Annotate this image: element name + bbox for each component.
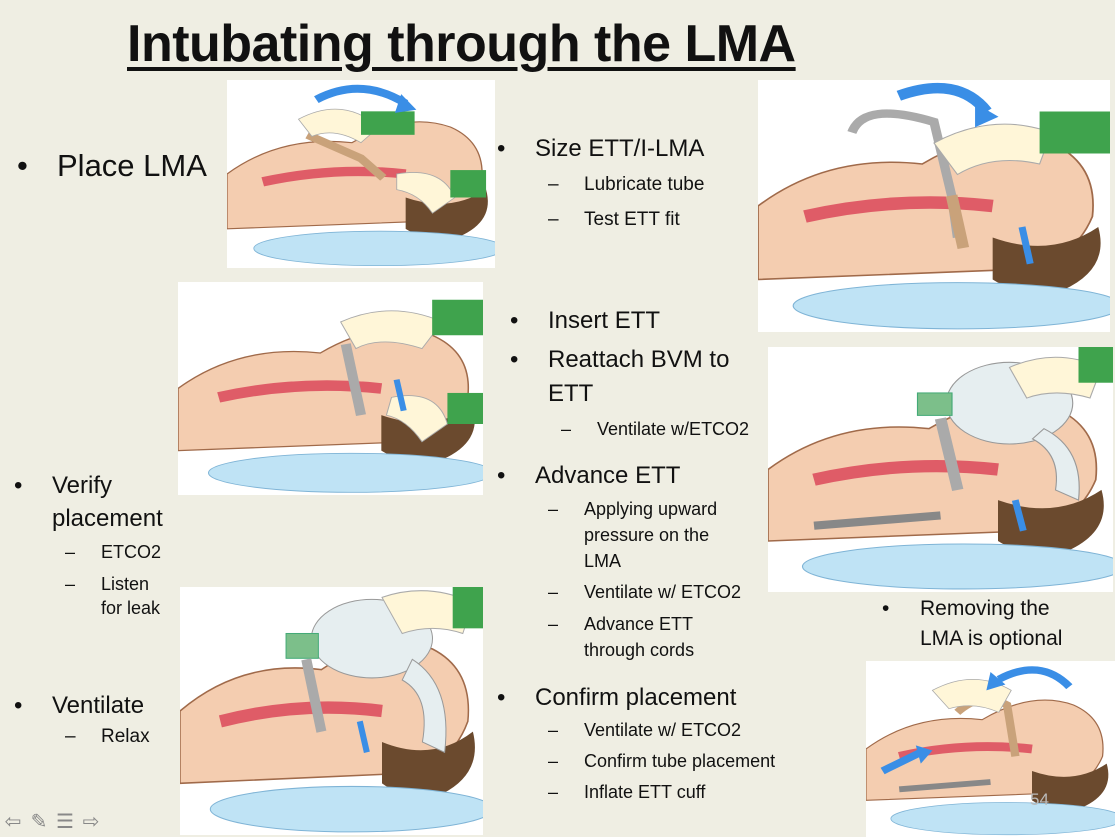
bullet-ventilate: Ventilate xyxy=(14,692,144,720)
sub-confirm-ventilate: Ventilate w/ ETCO2 xyxy=(548,720,741,741)
bullet-reattach: Reattach BVM to xyxy=(510,346,730,374)
sub-lubricate: Lubricate tube xyxy=(548,174,705,196)
sub-applying-cont2: LMA xyxy=(584,551,622,571)
bullet-confirm: Confirm placement xyxy=(497,684,737,712)
sub-advance-cords: Advance ETT xyxy=(548,614,693,635)
arrow-right-icon[interactable]: ⇨ xyxy=(82,811,100,833)
bullet-reattach-cont: ETT xyxy=(548,380,594,407)
sub-applying-cont1: pressure on the xyxy=(584,525,710,545)
sub-listen-cont: for leak xyxy=(101,598,161,618)
arrow-left-icon[interactable]: ⇦ xyxy=(4,811,22,833)
advance-ett-illustration xyxy=(768,347,1113,592)
sub-listen: Listen xyxy=(65,574,149,595)
ventilate-illustration xyxy=(180,587,483,835)
bullet-advance: Advance ETT xyxy=(497,462,681,490)
bullet-size: Size ETT/I-LMA xyxy=(497,135,704,163)
sub-test-fit: Test ETT fit xyxy=(548,209,680,231)
sub-advance-cords-cont: through cords xyxy=(584,640,695,660)
bullet-verify-cont: placement xyxy=(52,505,163,532)
sub-confirm-tube: Confirm tube placement xyxy=(548,751,775,772)
page-number: 54 xyxy=(1030,790,1049,809)
size-ett-illustration xyxy=(758,80,1110,332)
sub-etco2: ETCO2 xyxy=(65,542,161,563)
bullet-verify: Verify xyxy=(14,472,112,500)
remove-lma-illustration xyxy=(866,661,1115,837)
sub-applying: Applying upward xyxy=(548,499,717,520)
pen-icon[interactable]: ✎ xyxy=(30,811,48,833)
bullet-place-lma: Place LMA xyxy=(17,148,207,184)
bullet-removing: Removing the xyxy=(882,597,1049,621)
sub-ventilate-etco2: Ventilate w/ETCO2 xyxy=(561,419,749,440)
place-lma-illustration xyxy=(227,80,495,268)
sub-inflate-cuff: Inflate ETT cuff xyxy=(548,782,706,803)
bullet-removing-cont: LMA is optional xyxy=(920,627,1063,650)
menu-icon[interactable]: ☰ xyxy=(56,811,74,833)
sub-relax: Relax xyxy=(65,726,149,748)
bullet-insert: Insert ETT xyxy=(510,307,660,335)
slide-nav-toolbar: ⇦ ✎ ☰ ⇨ xyxy=(2,812,102,832)
slide-title: Intubating through the LMA xyxy=(127,15,796,73)
insert-ett-illustration xyxy=(178,282,483,495)
sub-ventilate-w-etco2: Ventilate w/ ETCO2 xyxy=(548,582,741,603)
